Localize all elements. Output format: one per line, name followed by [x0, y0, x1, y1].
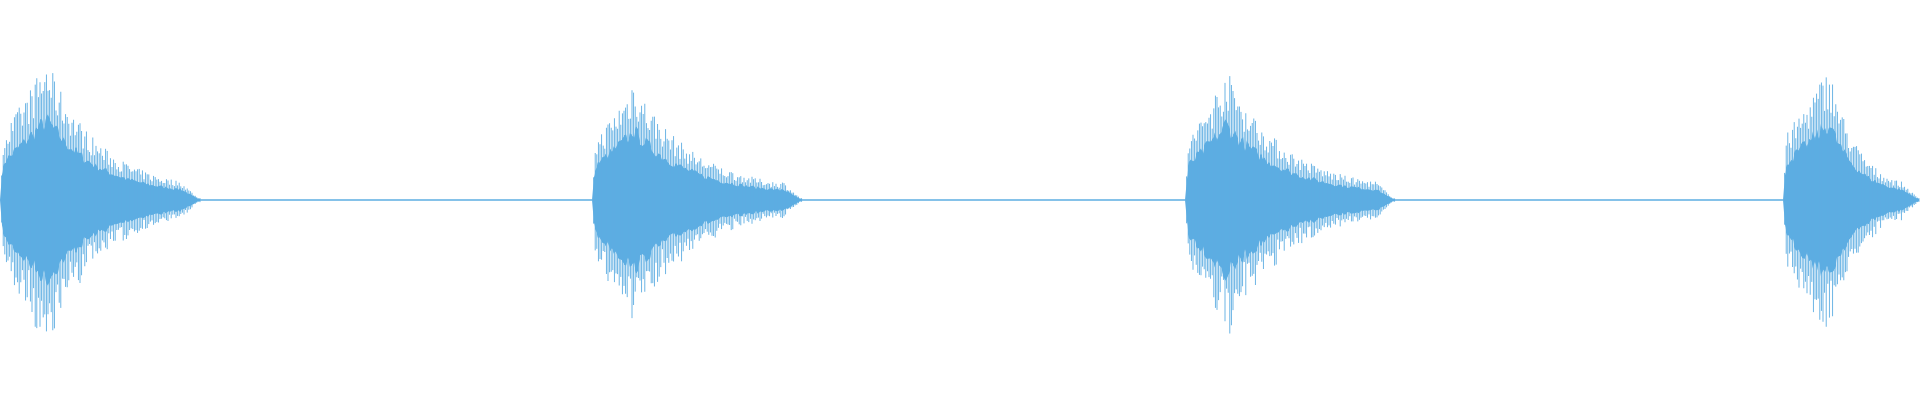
audio-clip-3-peaks	[1186, 76, 1396, 334]
audio-clip-2-body	[592, 126, 802, 274]
audio-clip-3-body	[1185, 118, 1395, 282]
audio-clip-2-peaks	[593, 90, 803, 319]
audio-clip-1-peaks	[1, 73, 201, 332]
audio-clip-4-peaks	[1784, 77, 1920, 327]
